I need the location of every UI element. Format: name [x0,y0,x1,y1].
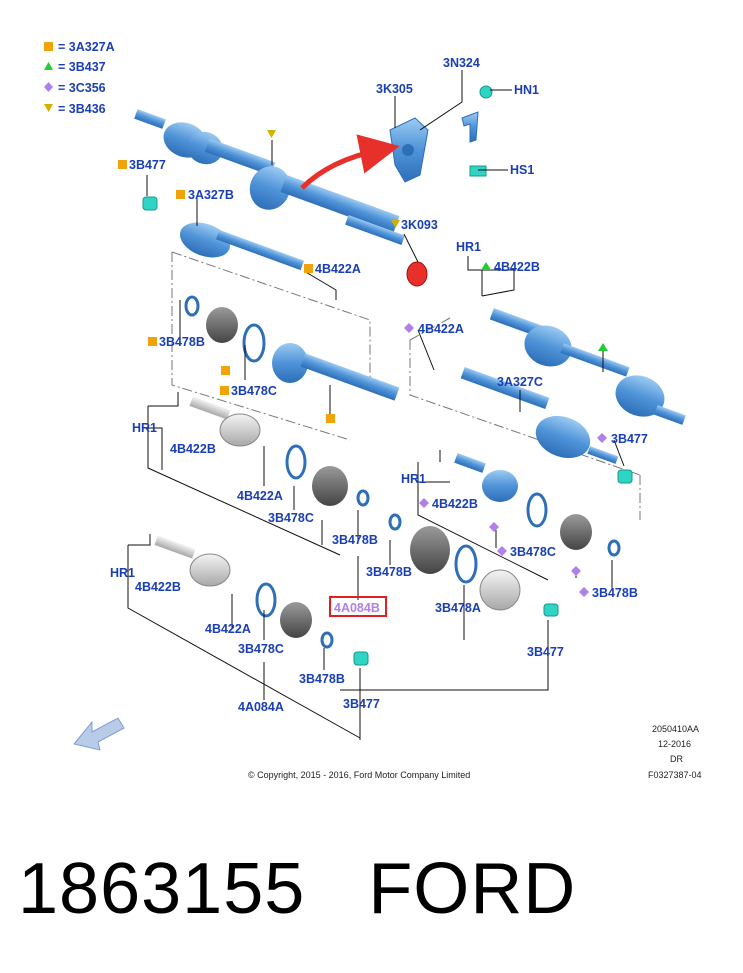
inverted-triangle-icon [391,220,400,228]
label-3K305: 3K305 [376,82,413,96]
triangle-icon [44,62,53,70]
label-4B422B-c: 4B422B [170,442,216,456]
part-labels: 3N324 3K305 HN1 HS1 3B477 3A327B 3K093 H… [110,56,648,714]
inverted-triangle-icon [44,104,53,112]
diamond-icon [579,587,589,597]
nut-3b477-c [543,603,559,617]
upper-driveshaft [134,109,405,245]
label-HR1-c: HR1 [401,472,426,486]
square-icon [221,366,230,375]
diamond-icon [597,433,607,443]
square-icon [176,190,185,199]
label-3B478B-e: 3B478B [299,672,345,686]
label-3N324: 3N324 [443,56,480,70]
square-icon [220,386,229,395]
label-3B478A: 3B478A [435,601,481,615]
label-4A084B-highlighted[interactable]: 4A084B [334,601,380,615]
steering-knuckle [389,117,429,183]
label-3B478B-c: 3B478B [366,565,412,579]
label-HR1-d: HR1 [110,566,135,580]
highlight-box[interactable] [329,596,387,617]
part-number: 1863155 [18,849,306,929]
square-icon [304,264,313,273]
legend: = 3A327A = 3B437 = 3C356 = 3B436 [44,40,115,116]
label-3B478C-d: 3B478C [238,642,284,656]
label-HS1: HS1 [510,163,534,177]
doc-code-2: 12-2016 [658,739,691,749]
nut-3b477-d [353,651,369,666]
label-4B422B-e: 4B422B [135,580,181,594]
square-icon [326,414,335,423]
diamond-icon [44,82,53,92]
nut-3b477-b [617,469,633,484]
copyright-text: © Copyright, 2015 - 2016, Ford Motor Com… [248,770,470,780]
upper-left-subassembly [184,295,400,401]
label-3B477-c: 3B477 [527,645,564,659]
label-3A327B: 3A327B [188,188,234,202]
label-3K093: 3K093 [401,218,438,232]
nut-3b477-a [142,196,158,211]
doc-code-4: F0327387-04 [648,770,702,780]
middle-joint-assembly [189,396,559,617]
square-icon [148,337,157,346]
legend-item-1: = 3A327A [58,40,115,54]
label-HN1: HN1 [514,83,539,97]
square-icon [44,42,53,51]
label-4B422A-c: 4B422A [237,489,283,503]
label-3B478C-b: 3B478C [268,511,314,525]
legend-item-4: = 3B436 [58,102,106,116]
seal-3K093 [406,261,428,287]
triangle-icon [481,262,491,270]
doc-code-3: DR [670,754,683,764]
shaft-3A327B [179,222,304,271]
nut-hn1 [479,85,493,99]
label-3B477-d: 3B477 [343,697,380,711]
diamond-icon [404,323,414,333]
label-3B478C-a: 3B478C [231,384,277,398]
triangle-icon [598,343,608,351]
diamond-icon [571,566,581,576]
doc-code-1: 2050410AA [652,724,699,734]
red-arrow [300,134,400,190]
diamond-icon [419,498,429,508]
shaft-3A327C [460,366,619,464]
label-3B478C-c: 3B478C [510,545,556,559]
square-icon [118,160,127,169]
part-caption: 1863155 FORD [18,848,576,930]
label-HR1-a: HR1 [456,240,481,254]
lower-joint-assembly [154,535,369,666]
label-3B477-a: 3B477 [129,158,166,172]
legend-item-2: = 3B437 [58,60,106,74]
label-HR1-b: HR1 [132,421,157,435]
direction-arrow-icon [73,717,125,751]
bolt-hs1 [469,165,487,177]
right-driveshaft [489,308,686,425]
leader-lines [127,70,625,740]
label-3B478B-a: 3B478B [159,335,205,349]
diamond-icon [489,522,499,532]
bracket-3N324 [461,111,479,143]
label-3A327C: 3A327C [497,375,543,389]
label-4B422A-a: 4B422A [315,262,361,276]
label-3B478B-d: 3B478B [592,586,638,600]
legend-item-3: = 3C356 [58,81,106,95]
label-4B422A-b: 4B422A [418,322,464,336]
label-4B422A-d: 4B422A [205,622,251,636]
label-4B422B-b: 4B422B [494,260,540,274]
label-3B477-b: 3B477 [611,432,648,446]
label-4A084A: 4A084A [238,700,284,714]
label-4B422B-d: 4B422B [432,497,478,511]
exploded-parts-diagram: = 3A327A = 3B437 = 3C356 = 3B436 [44,40,702,780]
label-3B478B-b: 3B478B [332,533,378,547]
inverted-triangle-icon [267,130,276,138]
brand-name: FORD [368,849,577,929]
right-middle-assembly [454,453,621,557]
diamond-icon [497,546,507,556]
